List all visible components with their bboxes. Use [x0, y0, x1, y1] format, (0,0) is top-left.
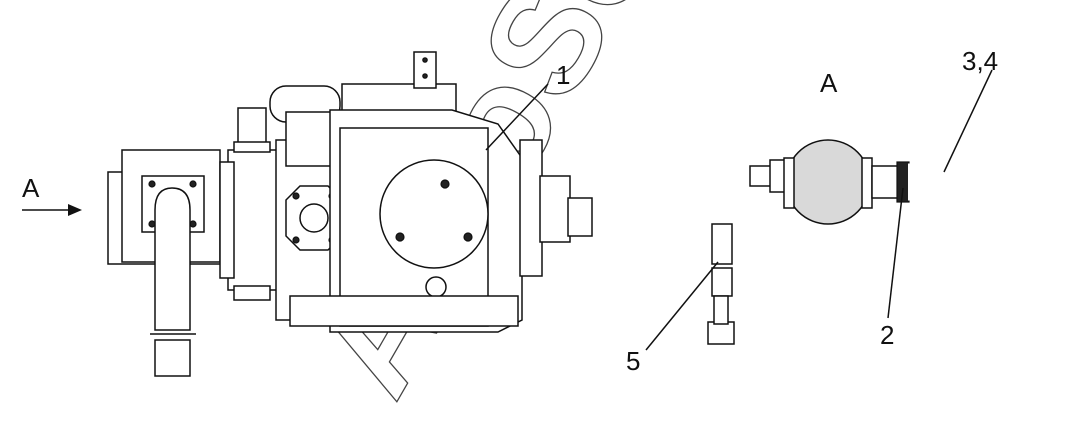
- sphere-ring-left: [783, 157, 795, 209]
- pump-assembly: [107, 51, 593, 377]
- mount-flange: [519, 139, 543, 277]
- bracket-hole: [422, 57, 428, 63]
- suction-pipe: [154, 187, 191, 331]
- callout-5: 5: [626, 346, 640, 376]
- plate-bolt: [440, 179, 450, 189]
- callout-1: 1: [556, 60, 570, 90]
- flange-bolt: [148, 220, 156, 228]
- callout-leader: [943, 69, 993, 173]
- drain-port: [425, 276, 447, 298]
- view-label-right: A: [820, 68, 838, 98]
- line-sleeve-lower: [711, 267, 733, 297]
- side-flange-port: [299, 203, 329, 233]
- callout-leader: [485, 83, 549, 151]
- flange-bolt: [292, 236, 300, 244]
- view-label-left: A: [22, 173, 40, 203]
- flange-bolt: [292, 192, 300, 200]
- callout-2: 2: [880, 320, 894, 350]
- pipe-lower: [154, 339, 191, 377]
- accumulator-assembly: [645, 69, 1037, 351]
- round-cover-plate: [379, 159, 489, 269]
- adapter-ring: [219, 161, 235, 279]
- callout-3-4: 3,4: [962, 46, 998, 76]
- pump-main-top: [341, 83, 457, 115]
- callout-leader: [887, 187, 904, 319]
- callout-leader: [645, 261, 719, 351]
- sphere-ring-right: [861, 157, 873, 209]
- view-a-arrow: A: [22, 173, 82, 216]
- plate-bolt: [463, 232, 473, 242]
- valve-nut: [233, 141, 271, 153]
- hose-coupling: [871, 165, 899, 199]
- line-sleeve: [711, 223, 733, 265]
- flange-bolt: [189, 220, 197, 228]
- lower-skirt: [289, 295, 519, 327]
- bracket-hole: [422, 73, 428, 79]
- hose-clamp: [896, 161, 910, 203]
- elbow-fitting: [749, 165, 773, 187]
- flange-bolt: [148, 180, 156, 188]
- shaft-collar: [539, 175, 571, 243]
- plate-bolt: [395, 232, 405, 242]
- arrow-head-icon: [68, 204, 82, 216]
- top-bracket: [413, 51, 437, 89]
- flange-bolt: [189, 180, 197, 188]
- line-neck: [713, 295, 729, 325]
- adapter-block: [227, 149, 279, 291]
- accumulator-sphere: [785, 139, 871, 225]
- line-fitting: [707, 321, 735, 345]
- drive-shaft: [567, 197, 593, 237]
- bottom-nut: [233, 285, 271, 301]
